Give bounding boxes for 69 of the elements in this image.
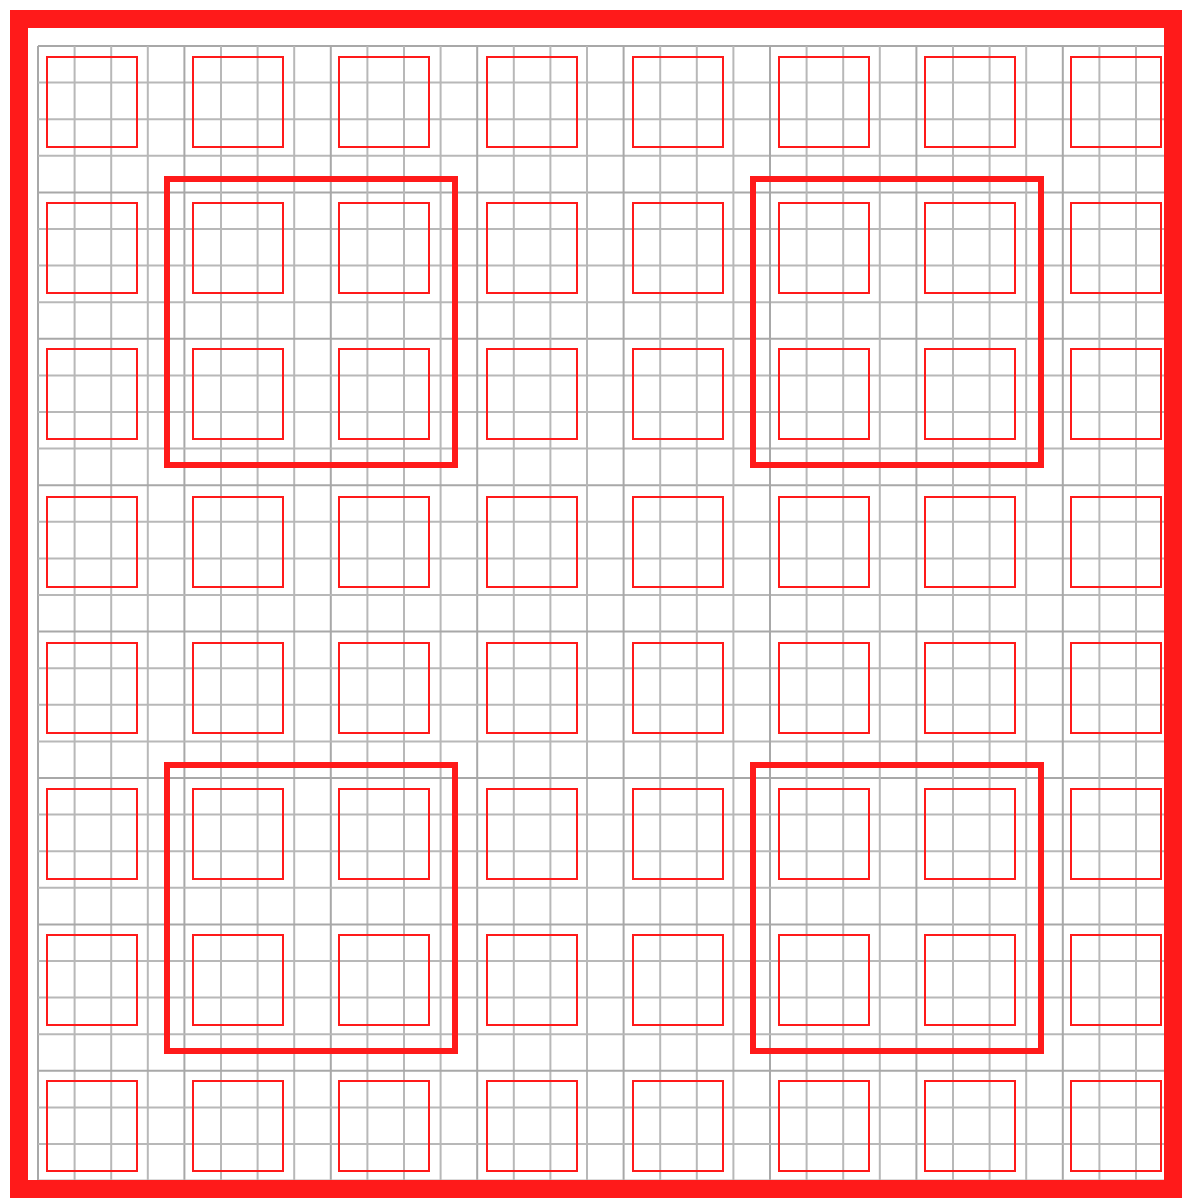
small-square-outline: [924, 348, 1017, 441]
small-square-outline: [46, 1080, 138, 1173]
small-square-outline: [192, 641, 285, 734]
small-square-outline: [1070, 934, 1163, 1027]
small-square-outline: [192, 1080, 285, 1173]
small-square-outline: [192, 56, 285, 148]
small-square-outline: [1070, 788, 1163, 880]
small-square-outline: [778, 641, 870, 734]
small-square-outline: [924, 934, 1017, 1027]
small-square-outline: [46, 56, 138, 148]
small-square-outline: [778, 934, 870, 1027]
small-square-outline: [485, 56, 578, 148]
small-square-outline: [778, 56, 870, 148]
small-square-outline: [192, 348, 285, 441]
large-square-outline: [750, 762, 1045, 1055]
small-square-outline: [1070, 1080, 1163, 1173]
small-square-outline: [46, 788, 138, 880]
small-square-outline: [46, 495, 138, 588]
small-square-outline: [631, 1080, 724, 1173]
small-square-outline: [924, 56, 1017, 148]
small-square-outline: [924, 788, 1017, 880]
small-square-outline: [338, 495, 431, 588]
small-square-outline: [1070, 56, 1163, 148]
small-square-outline: [631, 934, 724, 1027]
small-square-outline: [1070, 348, 1163, 441]
small-square-outline: [631, 495, 724, 588]
small-square-outline: [46, 348, 138, 441]
frame-border: [10, 10, 1182, 1198]
small-square-outline: [631, 788, 724, 880]
small-square-outline: [485, 788, 578, 880]
small-square-outline: [631, 641, 724, 734]
small-square-outline: [924, 202, 1017, 295]
small-square-outline: [485, 202, 578, 295]
small-square-outline: [631, 56, 724, 148]
small-square-outline: [338, 1080, 431, 1173]
small-square-outline: [338, 788, 431, 880]
small-square-outline: [778, 495, 870, 588]
large-square-outline: [750, 176, 1045, 469]
small-square-outline: [192, 202, 285, 295]
small-square-outline: [1070, 495, 1163, 588]
small-square-outline: [338, 56, 431, 148]
small-square-outline: [778, 1080, 870, 1173]
small-square-outline: [338, 641, 431, 734]
small-square-outline: [485, 641, 578, 734]
small-square-outline: [924, 641, 1017, 734]
small-square-outline: [192, 788, 285, 880]
small-square-outline: [778, 202, 870, 295]
small-square-outline: [192, 495, 285, 588]
small-square-outline: [46, 934, 138, 1027]
small-square-outline: [338, 934, 431, 1027]
small-square-outline: [778, 348, 870, 441]
small-square-outline: [1070, 202, 1163, 295]
small-square-outline: [485, 348, 578, 441]
small-square-outline: [46, 641, 138, 734]
small-square-outline: [1070, 641, 1163, 734]
small-square-outline: [192, 934, 285, 1027]
small-square-outline: [485, 495, 578, 588]
large-square-outline: [164, 762, 459, 1055]
small-square-outline: [924, 1080, 1017, 1173]
small-square-outline: [338, 202, 431, 295]
large-square-outline: [164, 176, 459, 469]
small-square-outline: [631, 348, 724, 441]
small-square-outline: [778, 788, 870, 880]
small-square-outline: [631, 202, 724, 295]
small-square-outline: [485, 934, 578, 1027]
small-square-outline: [338, 348, 431, 441]
small-square-outline: [924, 495, 1017, 588]
small-square-outline: [485, 1080, 578, 1173]
small-square-outline: [46, 202, 138, 295]
